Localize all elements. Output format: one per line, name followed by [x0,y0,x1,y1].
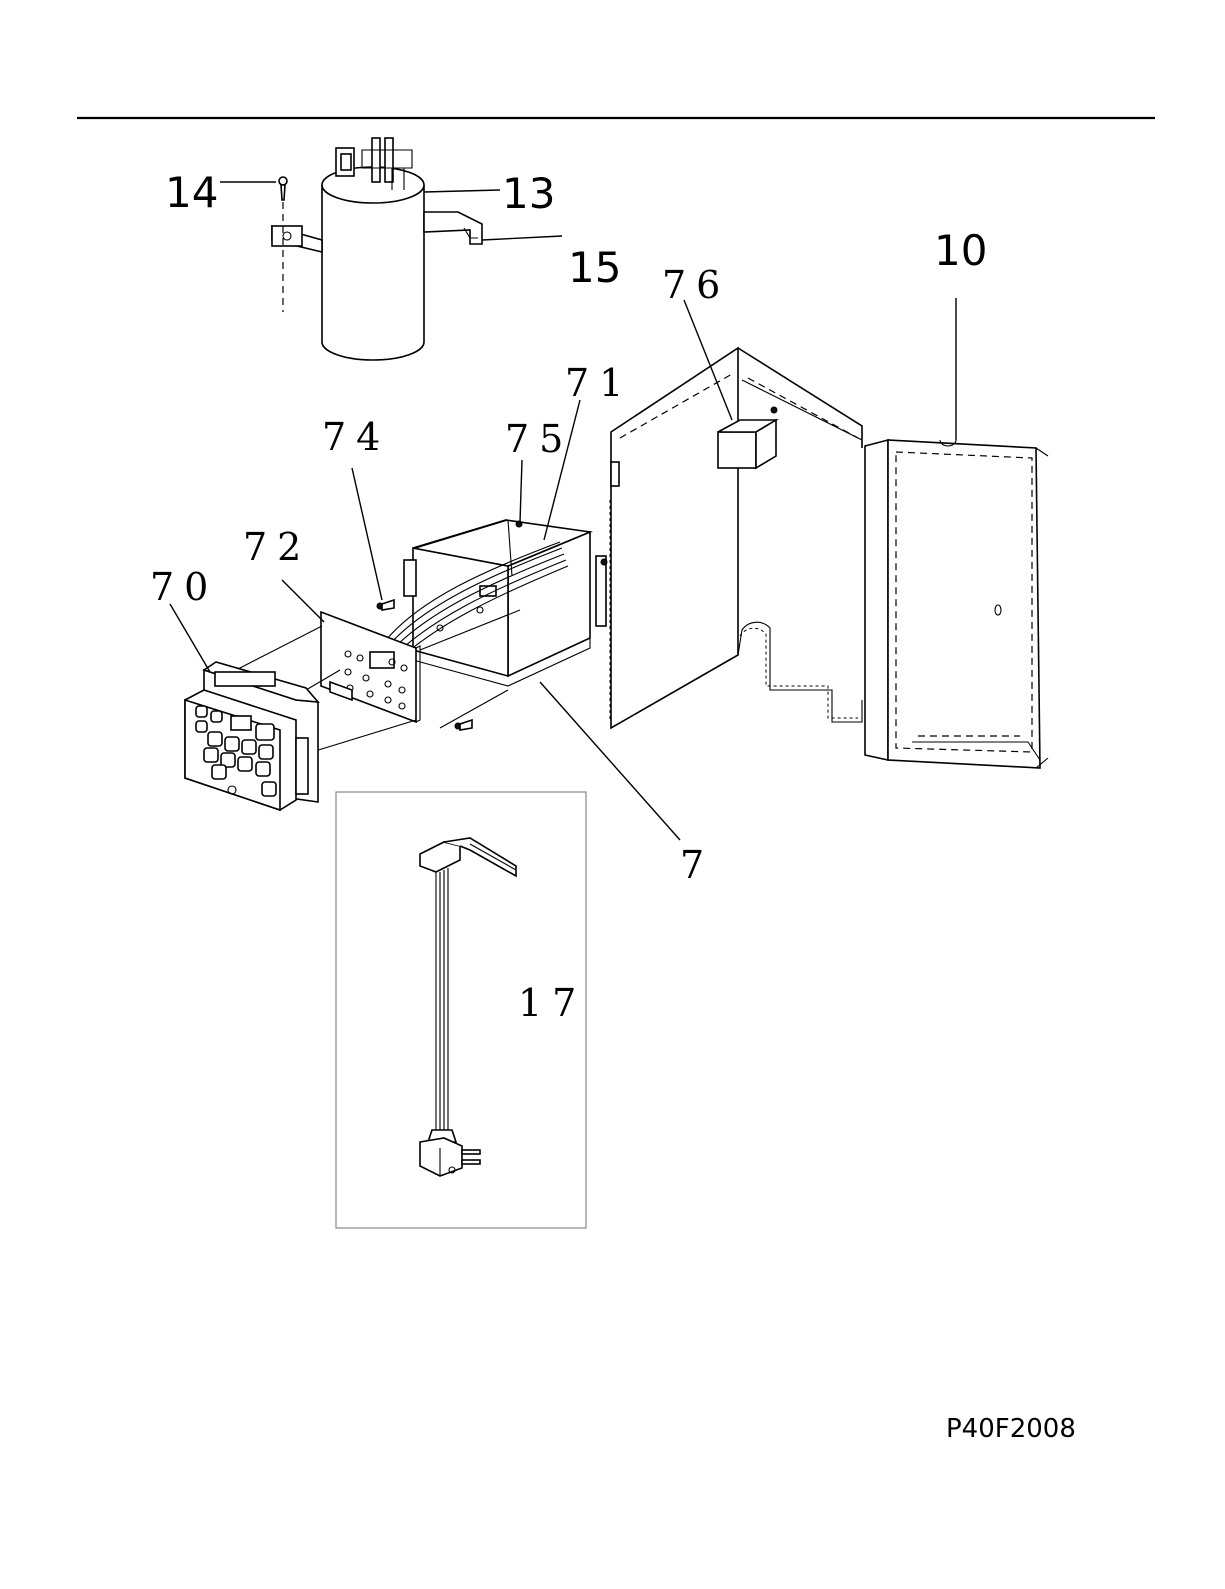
part-label-74: 74 [322,415,390,459]
part-label-17: 17 [518,981,586,1025]
strap-15 [424,212,482,244]
part-label-75: 75 [505,417,573,461]
capacitor-13 [322,138,424,360]
leader-13 [424,190,500,192]
part-label-7: 7 [680,843,714,887]
part-label-71: 71 [565,361,633,405]
drawing-number: P40F2008 [946,1414,1076,1444]
part-label-76: 76 [662,263,730,307]
part-label-10: 10 [934,226,987,275]
control-box-7 [386,520,607,686]
keypad-front-70 [185,662,318,810]
part-label-15: 15 [568,243,621,292]
leader-74 [352,468,382,600]
part-label-72: 72 [243,525,311,569]
leader-75 [520,460,522,522]
screw-74-upper [377,600,394,610]
part-label-70: 70 [150,565,218,609]
side-panel-10 [865,440,1048,768]
leader-15 [482,236,562,240]
bracket-strap [272,226,322,252]
part-label-14: 14 [165,168,218,217]
leader-72 [282,580,324,622]
control-housing-panel [610,348,862,728]
leader-70 [170,604,210,672]
part-label-13: 13 [502,169,555,218]
screw-74-lower [455,720,472,730]
circuit-board-72 [321,612,420,722]
